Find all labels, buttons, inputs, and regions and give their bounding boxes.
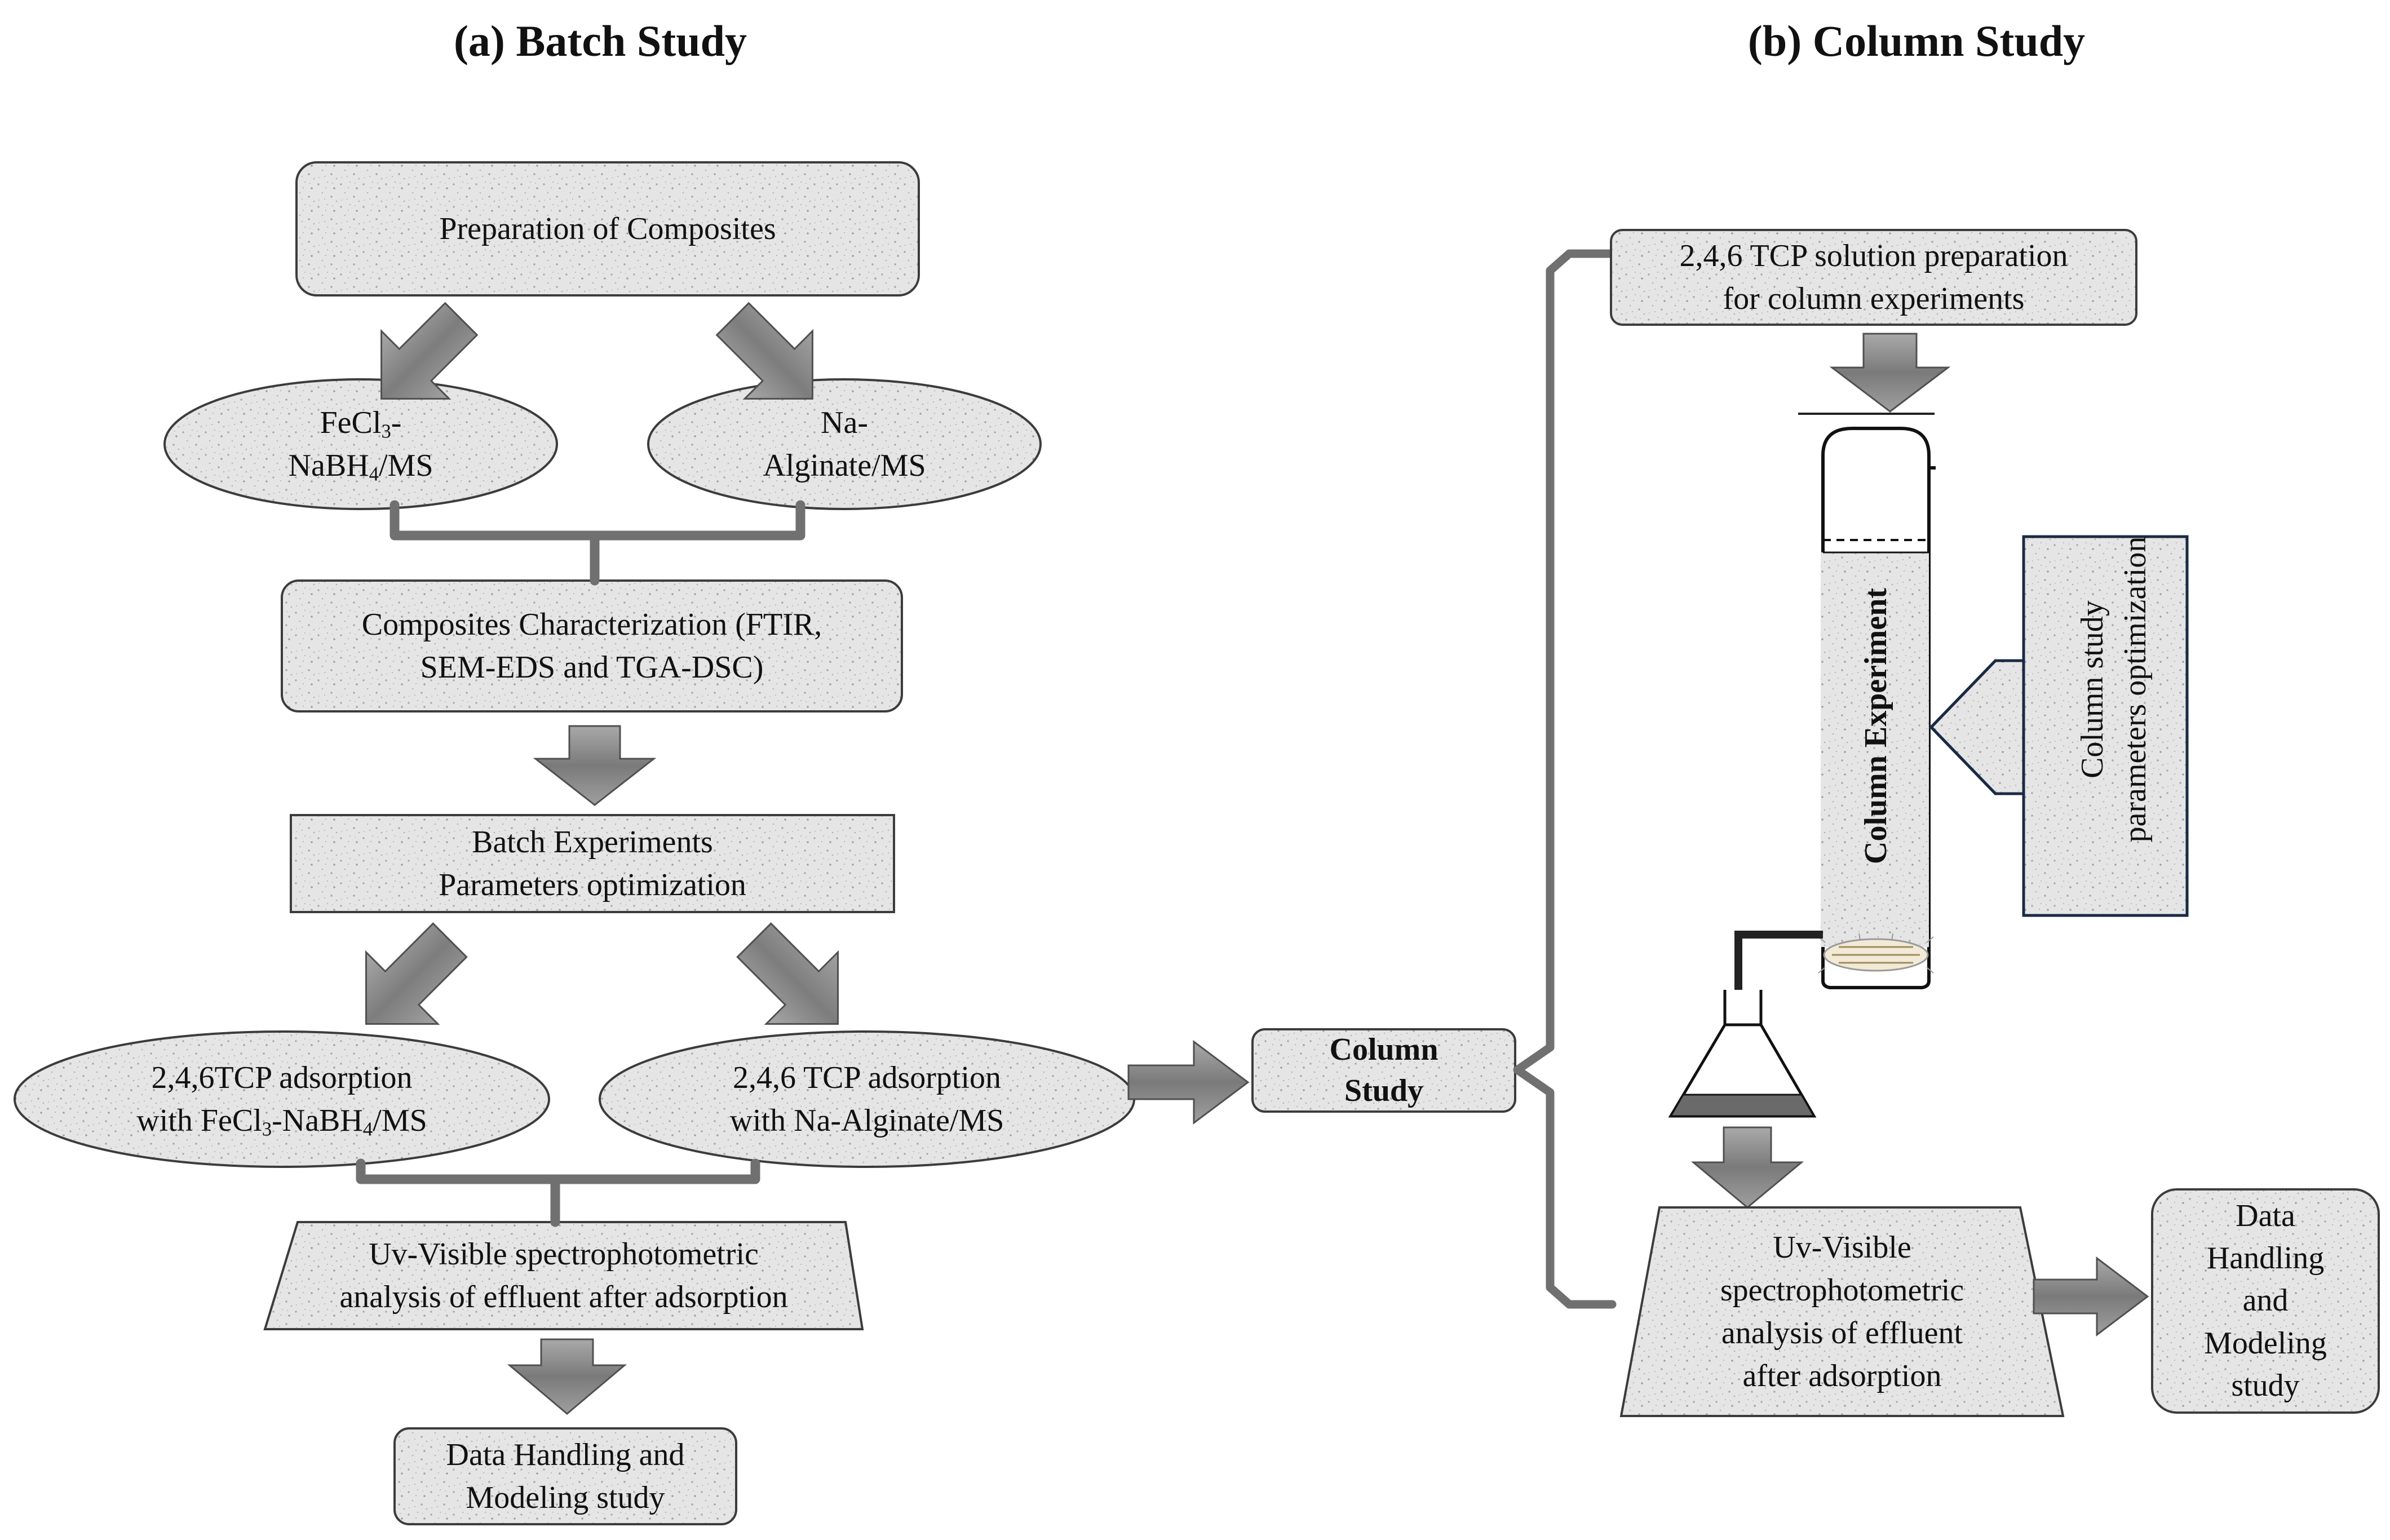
arrow-tcp-to-column-study	[1127, 1040, 1250, 1125]
column-experiment-label: Column Experiment	[1858, 588, 1893, 864]
column-study-node: Column Study	[1252, 1029, 1515, 1112]
data-column-node: Data Handling and Modeling study	[2152, 1189, 2379, 1413]
prep-label: Preparation of Composites	[439, 211, 776, 246]
solution-prep-label: 2,4,6 TCP solution preparation for colum…	[1679, 238, 2068, 316]
batch-block-arrows	[365, 302, 1250, 1415]
node-shapes-batch	[14, 161, 1135, 1525]
tcp-na-node: 2,4,6 TCP adsorption with Na-Alginate/MS	[600, 1032, 1134, 1167]
column-apparatus	[1818, 427, 1936, 989]
uv-column-node: Uv-Visible spectrophotometric analysis o…	[1621, 1207, 2063, 1416]
batch-connectors	[356, 500, 805, 1227]
uv-batch-label: Uv-Visible spectrophotometric analysis o…	[339, 1236, 788, 1315]
uv-batch-node: Uv-Visible spectrophotometric analysis o…	[265, 1222, 862, 1329]
characterization-node: Composites Characterization (FTIR, SEM-E…	[282, 581, 902, 711]
arrow-solution-to-column	[1829, 333, 1951, 413]
fecl-node: FeCl3- NaBH4/MS	[165, 379, 557, 509]
column-study-label: Column Study	[1329, 1032, 1439, 1108]
arrow-flask-to-uv	[1690, 1126, 1804, 1209]
data-batch-node: Data Handling and Modeling study	[395, 1428, 736, 1524]
fecl-label: FeCl3- NaBH4/MS	[288, 405, 433, 485]
arrow-uv-to-data	[507, 1338, 627, 1415]
data-batch-label: Data Handling and Modeling study	[446, 1437, 685, 1515]
params-label: Column study parameters optimization	[2074, 536, 2153, 843]
na-node: Na- Alginate/MS	[648, 379, 1041, 509]
tcp-merge-connector	[356, 1158, 760, 1227]
arrow-uv-to-data-column	[2033, 1256, 2149, 1337]
node-shapes-column	[1610, 229, 2380, 1417]
heading-column-study: (b) Column Study	[1747, 16, 2086, 65]
collection-flask	[1668, 990, 1817, 1118]
experiments-box	[290, 814, 895, 913]
fecl-ellipse	[163, 378, 558, 510]
heading-batch-study: (a) Batch Study	[453, 16, 747, 65]
tcp-na-label: 2,4,6 TCP adsorption with Na-Alginate/MS	[729, 1060, 1004, 1138]
uv-batch-trapezoid	[263, 1221, 864, 1330]
tcp-fecl-ellipse	[14, 1030, 550, 1168]
uv-column-trapezoid	[1619, 1206, 2065, 1417]
solution-prep-node: 2,4,6 TCP solution preparation for colum…	[1611, 230, 2136, 325]
na-label: Na- Alginate/MS	[763, 405, 926, 483]
arrow-prep-to-fecl	[380, 302, 479, 400]
arrow-experiments-to-tcp-na	[736, 922, 839, 1025]
experiments-label: Batch Experiments Parameters optimizatio…	[439, 824, 746, 902]
arrow-experiments-to-tcp-fecl	[365, 922, 468, 1025]
column-outlet-tube	[1734, 931, 1823, 990]
column-bracket	[1513, 249, 1617, 1309]
characterization-label: Composites Characterization (FTIR, SEM-E…	[361, 607, 822, 685]
column-filter-plug	[1818, 933, 1934, 973]
tcp-fecl-label: 2,4,6TCP adsorption with FeCl3-NaBH4/MS	[136, 1060, 427, 1140]
data-column-label: Data Handling and Modeling study	[2204, 1198, 2327, 1403]
tcp-fecl-node: 2,4,6TCP adsorption with FeCl3-NaBH4/MS	[15, 1032, 549, 1167]
solution-prep-box	[1610, 229, 2137, 326]
arrow-prep-to-na	[715, 302, 813, 400]
ellipse-merge-connector	[390, 500, 805, 586]
uv-column-label: Uv-Visible spectrophotometric analysis o…	[1720, 1229, 1964, 1394]
experiments-node: Batch Experiments Parameters optimizatio…	[291, 815, 894, 912]
data-column-box	[2151, 1188, 2380, 1414]
prep-box	[295, 161, 920, 297]
na-ellipse	[647, 378, 1042, 510]
data-batch-box	[393, 1427, 737, 1525]
arrow-char-to-experiments	[533, 725, 657, 806]
prep-node: Preparation of Composites	[296, 162, 919, 295]
